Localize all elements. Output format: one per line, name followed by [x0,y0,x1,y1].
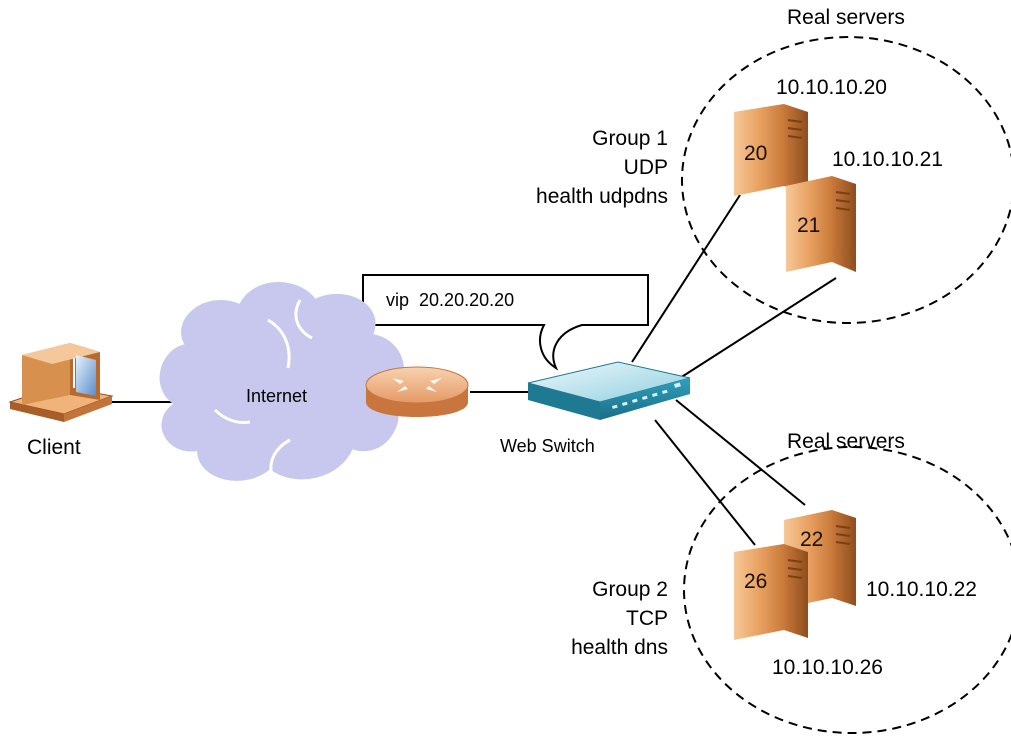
web-switch-label: Web Switch [500,436,595,456]
group2-protocol: TCP [626,607,668,630]
web-switch-icon [527,361,691,420]
group1-protocol: UDP [623,156,668,179]
connection-lines [112,194,837,546]
server-20-number: 20 [744,142,768,165]
group2-description: Group 2 TCP health dns [500,575,668,662]
group1-heading: Real servers [787,6,905,29]
vip-label: vip [386,290,410,310]
server-22-number: 22 [800,528,824,551]
group1-health: health udpdns [536,185,668,208]
server-22-ip: 10.10.10.22 [866,578,977,601]
link-switch-server22 [675,399,806,506]
vip-address: 20.20.20.20 [419,290,515,310]
server-20-ip: 10.10.10.20 [776,76,887,99]
group2-health: health dns [571,636,668,659]
server-26-number: 26 [744,570,768,593]
server-26-ip: 10.10.10.26 [772,656,883,679]
client-label: Client [27,436,81,459]
server-20-icon [734,104,808,196]
server-21-number: 21 [797,214,821,237]
server-21-ip: 10.10.10.21 [832,148,943,171]
link-switch-server21 [679,277,837,379]
group1-name: Group 1 [592,127,668,150]
link-switch-server26 [654,419,756,546]
server-26-icon [734,544,808,640]
internet-label: Internet [246,386,308,406]
server-21-icon [786,176,856,272]
group2-heading: Real servers [787,430,905,453]
internet-cloud-icon [159,282,405,481]
client-computer-icon [8,343,114,422]
group1-description: Group 1 UDP health udpdns [498,124,668,211]
group2-name: Group 2 [592,578,668,601]
vip-callout [362,274,649,371]
router-icon [365,366,469,417]
vip-callout-text: vip 20.20.20.20 [386,290,514,311]
link-switch-server20 [631,194,741,363]
group2-boundary [683,446,1011,734]
group1-boundary [681,36,1011,324]
